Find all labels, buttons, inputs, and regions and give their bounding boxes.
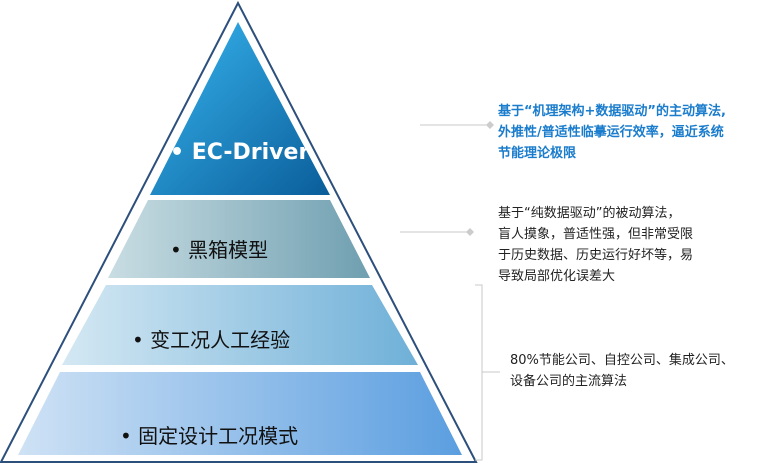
diamond-icon bbox=[466, 228, 474, 236]
note-black-box: 基于“纯数据驱动”的被动算法， 盲人摸象，普适性强，但非常受限 于历史数据、历史… bbox=[498, 203, 693, 287]
tier-label-ec-driver: • EC-Driver bbox=[170, 140, 310, 165]
tier-fixed-design bbox=[18, 372, 462, 455]
note-line: 80%节能公司、自控公司、集成公司、 bbox=[510, 353, 734, 368]
note-line: 外推性/普适性临摹运行效率，逼近系统 bbox=[498, 125, 724, 140]
note-ec-driver: 基于“机理架构+数据驱动”的主动算法, 外推性/普适性临摹运行效率，逼近系统 节… bbox=[498, 101, 726, 164]
note-line: 盲人摸象，普适性强，但非常受限 bbox=[498, 227, 694, 242]
tier-label-black-box: • 黑箱模型 bbox=[170, 238, 269, 262]
connectors bbox=[400, 124, 500, 461]
note-line: 基于“纯数据驱动”的被动算法， bbox=[498, 206, 681, 221]
tier-label-experience: • 变工况人工经验 bbox=[132, 328, 291, 352]
tier-experience bbox=[62, 285, 418, 365]
tier-label-fixed-design: • 固定设计工况模式 bbox=[120, 424, 299, 448]
tier-black-box bbox=[108, 200, 370, 278]
note-line: 节能理论极限 bbox=[498, 146, 577, 161]
note-line: 导致局部优化误差大 bbox=[498, 269, 616, 284]
tier-ec-driver bbox=[150, 22, 330, 195]
diamond-icon bbox=[486, 121, 494, 129]
note-mainstream: 80%节能公司、自控公司、集成公司、 设备公司的主流算法 bbox=[510, 350, 734, 392]
note-line: 设备公司的主流算法 bbox=[510, 374, 628, 389]
note-line: 基于“机理架构+数据驱动”的主动算法, bbox=[498, 104, 726, 119]
note-line: 于历史数据、历史运行好坏等，易 bbox=[498, 248, 694, 263]
